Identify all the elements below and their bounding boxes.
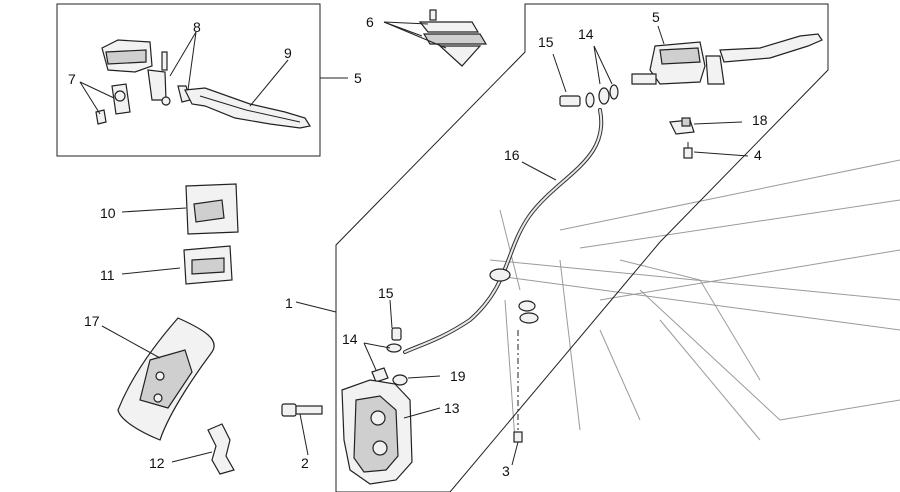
callout-14-lower: 14 — [342, 331, 358, 347]
upper-left-panel-frame — [56, 3, 321, 157]
reservoir-cap-kit — [418, 9, 488, 67]
pad-kit-11 — [183, 245, 233, 285]
right-master-cylinder — [631, 33, 823, 85]
callout-labels: 8 9 7 5 6 15 14 5 18 4 16 10 11 1 15 17 … — [68, 9, 768, 479]
callout-14-upper: 14 — [578, 26, 594, 42]
callout-19: 19 — [450, 368, 466, 384]
callout-7: 7 — [68, 71, 76, 87]
callout-3: 3 — [502, 463, 510, 479]
callout-11: 11 — [100, 267, 115, 283]
callout-4: 4 — [754, 147, 762, 163]
callout-2: 2 — [301, 455, 309, 471]
callout-18: 18 — [752, 112, 768, 128]
callout-15-lower: 15 — [378, 285, 394, 301]
callout-8: 8 — [193, 19, 201, 35]
left-brake-lever — [184, 87, 311, 129]
pad-spring — [207, 423, 235, 475]
banjo-bolt-lower — [371, 327, 408, 386]
callout-12: 12 — [149, 455, 165, 471]
callout-16: 16 — [504, 147, 520, 163]
callout-10: 10 — [100, 205, 116, 221]
callout-5-left: 5 — [354, 70, 362, 86]
callout-13: 13 — [444, 400, 460, 416]
callout-17: 17 — [84, 313, 100, 329]
main-panel-frame — [335, 3, 829, 492]
brake-light-switch — [669, 117, 695, 159]
callout-5-right: 5 — [652, 9, 660, 25]
callout-6: 6 — [366, 14, 374, 30]
bleed-screw — [513, 330, 523, 443]
brake-hose — [403, 108, 604, 354]
frame-outline — [489, 159, 900, 441]
left-master-cylinder — [95, 39, 191, 125]
caliper-bolt — [281, 403, 323, 417]
leader-lines — [79, 21, 749, 466]
pad-kit-10 — [185, 183, 239, 235]
callout-1: 1 — [285, 295, 293, 311]
banjo-bolt-upper — [559, 84, 619, 108]
callout-15-upper: 15 — [538, 34, 554, 50]
brake-caliper — [341, 379, 413, 485]
brake-pads — [117, 317, 215, 441]
callout-9: 9 — [284, 45, 292, 61]
